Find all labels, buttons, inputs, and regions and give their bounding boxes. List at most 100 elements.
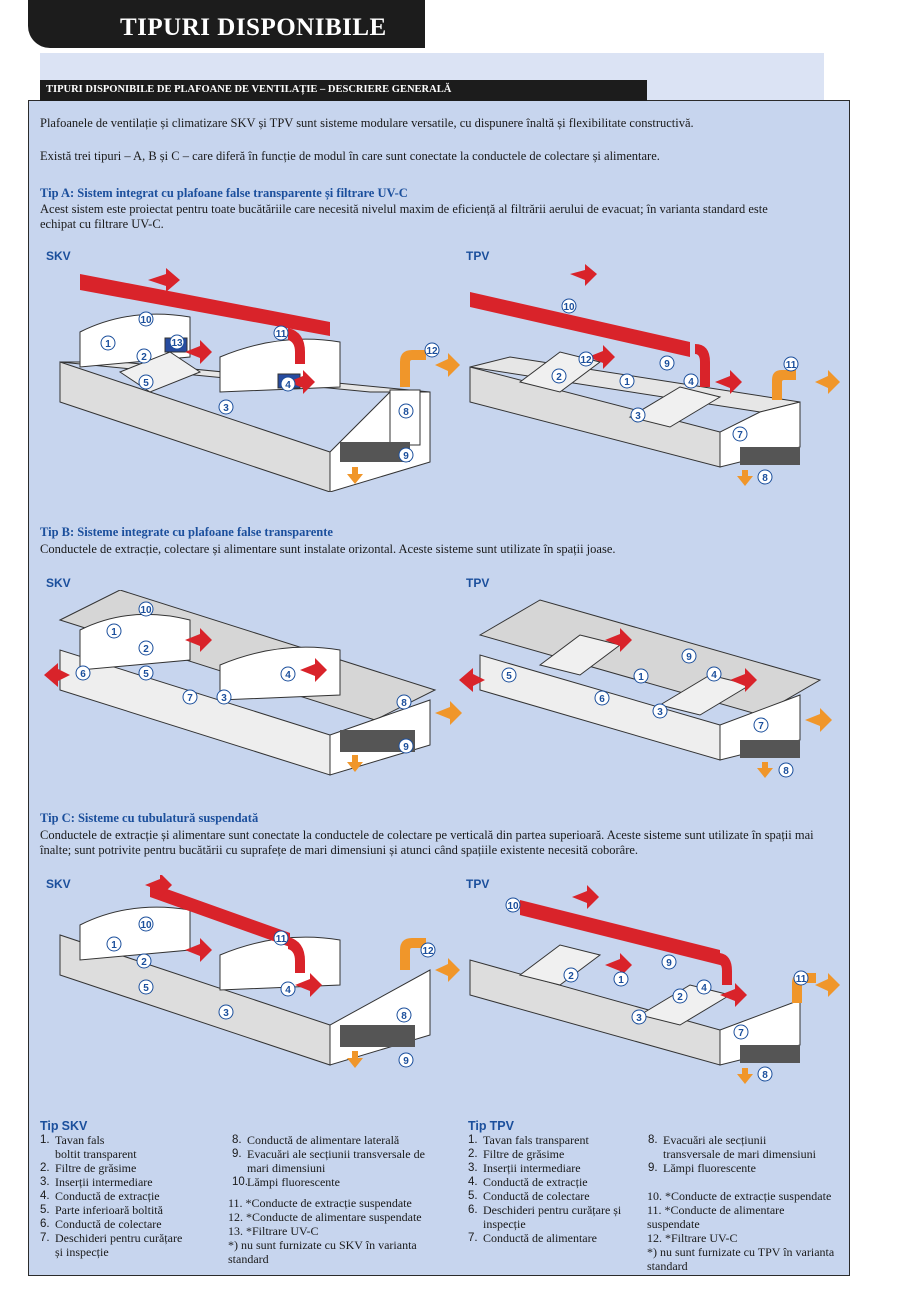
type-c-tpv-unit	[469, 885, 840, 1084]
type-b-tpv-num-1: 5	[506, 671, 512, 682]
type-b-skv-num-1: 1	[111, 627, 117, 638]
type-c-skv-num-2: 11	[276, 934, 287, 945]
type-c-tpv-num-5: 4	[701, 983, 707, 994]
legend-tpv-title-name: TPV	[489, 1119, 514, 1133]
legend-tpv-item-text: Inserții intermediare	[483, 1161, 581, 1175]
legend-tpv-item-text: Evacuări ale secțiunii	[663, 1133, 767, 1147]
section-title: TIPURI DISPONIBILE DE PLAFOANE DE VENTIL…	[46, 84, 452, 95]
legend-tpv-item-number: 6.	[468, 1204, 478, 1216]
type-a-tpv-label: TPV	[466, 249, 490, 263]
type-a-diagram: 10 1 13 2 5 11 4 3 12 8 9 10 12 9 2 1 4 …	[59, 264, 840, 492]
legend-skv-item-text: și inspecție	[55, 1245, 109, 1259]
legend-tpv-item-number: 4.	[468, 1176, 478, 1188]
legend-skv-item: 2.Filtre de grăsime	[40, 1161, 230, 1175]
type-a-tpv-num-0: 10	[563, 302, 575, 313]
legend-skv-item-text: Conductă de alimentare laterală	[247, 1133, 400, 1147]
type-b-tpv-num-5: 3	[657, 707, 663, 718]
legend-skv-item-number: 1.	[40, 1134, 50, 1146]
legend-tpv-item: 5.Conductă de colectare	[468, 1189, 648, 1203]
legend-skv-item-number	[40, 1147, 55, 1161]
legend-tpv-item-text: Tavan fals transparent	[483, 1133, 589, 1147]
legend-tpv-item-text: inspecție	[483, 1217, 526, 1231]
legend-skv-item: 1.Tavan fals	[40, 1133, 230, 1147]
legend-skv-item-text: Parte inferioară boltită	[55, 1203, 163, 1217]
type-b-tpv-num-6: 7	[758, 721, 764, 732]
type-b-skv-num-0: 10	[140, 605, 152, 616]
type-b-skv-num-7: 4	[285, 670, 291, 681]
type-c-tpv-num-9: 8	[762, 1070, 768, 1081]
type-a-skv-num-0: 10	[140, 315, 152, 326]
legend-skv-item: 9.Evacuări ale secțiunii transversale de	[232, 1147, 447, 1161]
type-c-skv-num-6: 3	[223, 1008, 229, 1019]
type-c-tpv-num-0: 10	[507, 901, 519, 912]
legend-skv-item-number: 9.	[232, 1148, 242, 1160]
type-a-tpv-num-3: 2	[556, 372, 562, 383]
type-a-skv-num-5: 11	[276, 329, 287, 340]
legend-skv-note-line: 11. *Conducte de extracție suspendate	[228, 1196, 412, 1210]
intro-paragraph-1: Plafoanele de ventilație și climatizare …	[40, 116, 694, 130]
legend-tpv-item-number: 5.	[468, 1190, 478, 1202]
type-a-skv-num-10: 9	[403, 451, 409, 462]
type-b-skv-label: SKV	[46, 576, 71, 590]
type-b-tpv-num-0: 9	[686, 652, 692, 663]
legend-tpv-item-text: Conductă de extracție	[483, 1175, 588, 1189]
legend-tpv-col1: 1. Tavan fals transparent 2. Filtre de grăs…	[468, 1133, 648, 1245]
legend-skv-item-number: 3.	[40, 1176, 50, 1188]
type-b-tpv-unit	[459, 599, 832, 778]
legend-skv-item-number: 2.	[40, 1162, 50, 1174]
type-b-tpv-num-2: 1	[638, 672, 644, 683]
legend-tpv-note-line: 10. *Conducte de extracție suspendate	[647, 1189, 832, 1203]
legend-tpv-item-number: 7.	[468, 1232, 478, 1244]
legend-skv-item: 7.Deschideri pentru curățare	[40, 1231, 230, 1245]
legend-tpv-note-line: suspendate	[647, 1217, 700, 1231]
intro-paragraph-2: Există trei tipuri – A, B și C – care di…	[40, 149, 660, 163]
type-b-skv-num-3: 6	[80, 669, 86, 680]
legend-skv-item-text: Deschideri pentru curățare	[55, 1231, 183, 1245]
legend-skv-item-number: 4.	[40, 1190, 50, 1202]
type-a-tpv-unit	[469, 264, 840, 486]
legend-tpv-item-number: 2.	[468, 1148, 478, 1160]
legend-tpv-item-number: 8.	[648, 1134, 658, 1146]
legend-tpv-item-number	[468, 1217, 483, 1231]
type-b-diagram: 10 1 2 6 5 7 3 4 8 9 9 5 1 6 4 3 7 8	[44, 590, 832, 778]
type-a-tpv-num-2: 9	[664, 359, 670, 370]
legend-skv-item-text: mari dimensiuni	[247, 1161, 326, 1175]
type-c-skv-num-1: 1	[111, 940, 117, 951]
legend-tpv-item-text: Filtre de grăsime	[483, 1147, 565, 1161]
type-b-skv-num-9: 9	[403, 742, 409, 753]
legend-tpv-item-number: 1.	[468, 1134, 478, 1146]
type-a-skv-num-4: 5	[143, 378, 149, 389]
type-a-tpv-num-6: 3	[635, 411, 641, 422]
legend-tpv-note-line: standard	[647, 1259, 688, 1273]
type-c-tpv-num-1: 9	[666, 958, 672, 969]
type-a-text: Acest sistem este proiectat pentru toate…	[40, 202, 768, 231]
legend-skv-item: 6.Conductă de colectare	[40, 1217, 230, 1231]
legend-tpv-item-number	[648, 1147, 663, 1161]
legend-tpv-item: 6. Deschideri pentru curățare și	[468, 1203, 648, 1217]
type-c-skv-num-4: 5	[143, 983, 149, 994]
legend-skv-item: și inspecție	[40, 1245, 230, 1259]
legend-skv-item-text: Lămpi fluorescente	[247, 1175, 340, 1189]
page-title: TIPURI DISPONIBILE	[120, 14, 387, 41]
type-a-tpv-num-5: 4	[688, 377, 694, 388]
type-b-heading: Tip B: Sisteme integrate cu plafoane fal…	[40, 525, 333, 539]
legend-skv-title-prefix: Tip	[40, 1119, 59, 1133]
type-c-heading: Tip C: Sisteme cu tubulatură suspendată	[40, 811, 259, 825]
type-b-skv-num-2: 2	[143, 644, 149, 655]
legend-skv-item-number: 5.	[40, 1204, 50, 1216]
legend-tpv-item-text: Deschideri pentru curățare și	[483, 1203, 622, 1217]
type-c-skv-unit	[59, 875, 460, 1068]
type-a-skv-num-3: 2	[141, 352, 147, 363]
type-c-text: Conductele de extracție și alimentare su…	[40, 828, 814, 857]
type-c-diagram: 10 1 11 2 5 4 3 12 8 9 10 9 2 1 2 4 11 3…	[59, 875, 840, 1084]
header-bar: TIPURI DISPONIBILE	[28, 0, 425, 48]
legend-tpv-item: 4. Conductă de extracție	[468, 1175, 648, 1189]
legend-tpv-note-line: 12. *Filtrare UV-C	[647, 1231, 738, 1245]
legend-tpv-item: 1. Tavan fals transparent	[468, 1133, 648, 1147]
legend-skv-item: 5. Parte inferioară boltită	[40, 1203, 230, 1217]
type-a-skv-unit	[59, 268, 460, 492]
type-a-skv-num-1: 1	[105, 339, 111, 350]
